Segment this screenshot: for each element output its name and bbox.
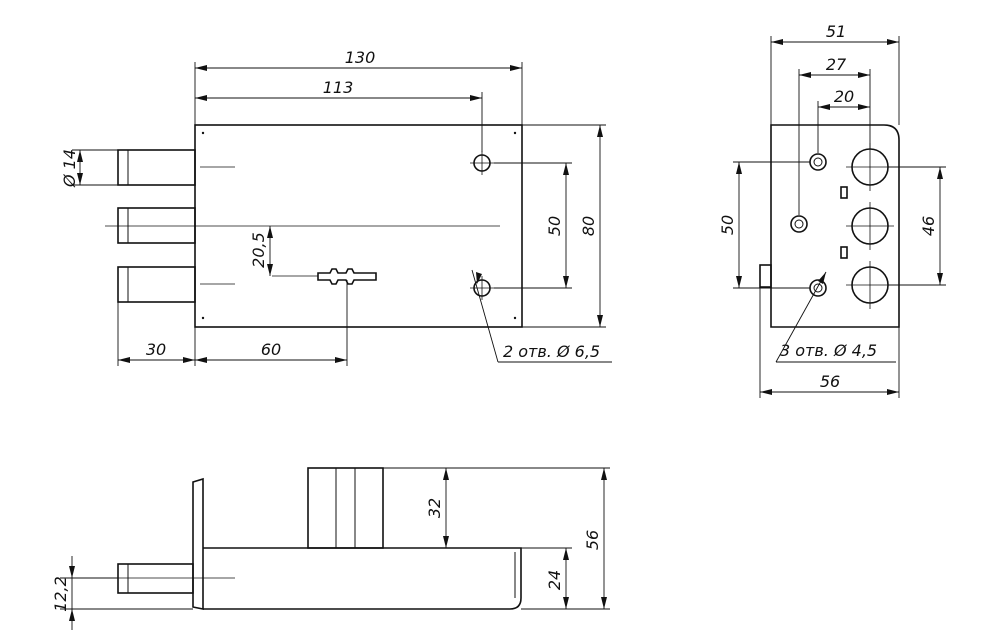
- dim-overall-height: 56: [583, 530, 602, 550]
- dim-side-hole-spacing: 50: [718, 215, 737, 235]
- side-hole-1: [809, 153, 827, 171]
- dim-case-height: 32: [425, 498, 444, 518]
- front-view: 130 113 Ø 14 20,5 50 80 3: [60, 48, 612, 366]
- dim-side-width: 51: [826, 22, 846, 41]
- side-body: [770, 124, 900, 328]
- dim-side-pin-spacing: 46: [919, 216, 938, 236]
- dim-keyhole-offset: 20,5: [249, 232, 268, 268]
- side-tab: [759, 264, 772, 288]
- side-hole-3: [809, 279, 827, 297]
- side-slot-top: [840, 186, 848, 199]
- side-slot-bottom: [840, 246, 848, 259]
- bolt-bottom: [117, 266, 196, 303]
- dim-pin-projection: 30: [146, 340, 166, 359]
- dim-base-height: 24: [545, 570, 564, 590]
- dim-pin-height: 12,2: [51, 576, 70, 612]
- bottom-pin: [117, 563, 194, 594]
- dim-overall-length: 130: [345, 48, 376, 67]
- bottom-case: [203, 547, 522, 610]
- dim-hole-offset: 113: [323, 78, 354, 97]
- dim-height: 80: [579, 216, 598, 236]
- bolt-middle: [117, 207, 196, 244]
- bolt-top: [117, 149, 196, 186]
- dim-hole-spacing: 50: [545, 216, 564, 236]
- dim-pin-diameter: Ø 14: [60, 149, 79, 188]
- dim-side-20: 20: [834, 87, 854, 106]
- keyhole: [317, 268, 377, 285]
- side-view: 51 27 20 50 46 3 отв. Ø 4,5 56: [718, 22, 946, 398]
- bottom-housing: [307, 467, 384, 549]
- note-side-holes: 3 отв. Ø 4,5: [780, 341, 877, 360]
- side-hole-2: [790, 215, 808, 233]
- note-front-holes: 2 отв. Ø 6,5: [503, 342, 600, 361]
- dim-side-overall-width: 56: [820, 372, 840, 391]
- dim-side-27: 27: [826, 55, 847, 74]
- bottom-view: 32 56 24 12,2: [51, 467, 610, 630]
- dim-key-position: 60: [261, 340, 281, 359]
- bottom-front-plate: [192, 477, 204, 610]
